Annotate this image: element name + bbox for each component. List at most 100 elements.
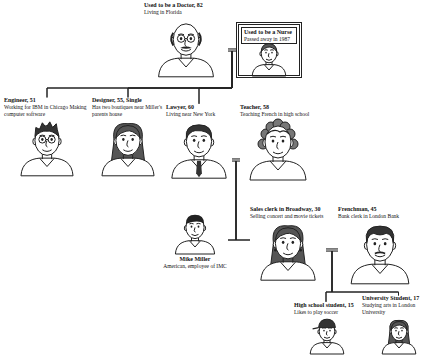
person-details: Passed away in 1987 bbox=[244, 36, 294, 42]
family-line bbox=[228, 160, 236, 240]
descent-link bbox=[228, 160, 240, 240]
family-line bbox=[236, 160, 250, 240]
face bbox=[172, 126, 226, 178]
family-line bbox=[332, 250, 399, 295]
person-details: American, employee of IMC bbox=[162, 263, 228, 269]
family-line bbox=[199, 50, 236, 104]
mustache bbox=[375, 252, 385, 253]
descent-link bbox=[326, 250, 399, 295]
descent-link bbox=[332, 250, 399, 295]
student-portrait bbox=[310, 319, 344, 354]
face bbox=[252, 44, 286, 76]
messy-hair bbox=[35, 122, 59, 137]
person-node: Used to be a Doctor, 82Living in Florida bbox=[144, 2, 228, 77]
descent-link bbox=[228, 160, 236, 240]
person-node: Mike MillerAmerican, employee of IMC bbox=[162, 212, 228, 269]
earring bbox=[299, 249, 302, 252]
person-title: Designer, 55, Single bbox=[92, 97, 164, 104]
person-title: Used to be a Doctor, 82 bbox=[144, 2, 228, 9]
marriage-link bbox=[228, 50, 236, 51]
descent-link bbox=[232, 160, 250, 240]
nurse-portrait bbox=[252, 39, 286, 76]
person-title: Lawyer, 60 bbox=[166, 104, 232, 111]
descent-link bbox=[47, 50, 236, 97]
face bbox=[261, 228, 315, 280]
face bbox=[102, 126, 154, 176]
person-title: University Student, 17 bbox=[362, 295, 435, 302]
face bbox=[250, 126, 306, 180]
frenchman-portrait bbox=[351, 226, 409, 284]
person-title: High school student, 15 bbox=[294, 302, 358, 309]
person-node: Lawyer, 60Living near New York bbox=[166, 104, 232, 178]
descent-link bbox=[236, 160, 250, 240]
person-node: University Student, 17Studying arts in L… bbox=[362, 295, 435, 354]
face bbox=[351, 228, 409, 284]
family-line bbox=[326, 250, 332, 302]
marriage-link bbox=[326, 250, 338, 251]
descent-link bbox=[199, 50, 232, 104]
descent-link bbox=[128, 50, 232, 97]
marriage-link bbox=[232, 160, 240, 161]
person-node: High school student, 15Likes to play soc… bbox=[294, 302, 358, 354]
descent-link bbox=[326, 250, 332, 302]
family-line bbox=[228, 160, 240, 240]
double-line-gap bbox=[232, 160, 240, 161]
text-plate: Used to be a NursePassed away in 1987 bbox=[241, 27, 297, 44]
person-details: Living in Florida bbox=[144, 9, 228, 15]
person-title: Mike Miller bbox=[162, 256, 228, 263]
glasses bbox=[39, 136, 55, 143]
face bbox=[21, 126, 73, 176]
person-title: Engineer, 51 bbox=[4, 97, 90, 104]
fringe bbox=[267, 130, 289, 134]
marriage-line bbox=[326, 248, 338, 251]
person-node: Teacher, 58Teaching French in high schoo… bbox=[240, 104, 316, 180]
person-details: Bank clerk in London Bank bbox=[338, 213, 422, 219]
glasses bbox=[177, 35, 194, 42]
portrait-frame: Used to be a NursePassed away in 1987 bbox=[236, 22, 302, 78]
side-hair bbox=[171, 33, 200, 46]
earring bbox=[274, 249, 277, 252]
family-line bbox=[47, 50, 232, 97]
hair bbox=[116, 126, 140, 138]
hair bbox=[275, 228, 300, 241]
edge-layer bbox=[47, 50, 399, 302]
face bbox=[382, 322, 416, 354]
lawyer-portrait bbox=[172, 125, 226, 178]
person-details: Selling concert and movie tickets bbox=[250, 213, 326, 219]
tie bbox=[196, 161, 202, 177]
family-line bbox=[326, 250, 399, 295]
person-title: Sales clerk in Broadway, 30 bbox=[250, 206, 326, 213]
person-title: Used to be a Nurse bbox=[244, 29, 294, 36]
double-line-gap bbox=[326, 250, 338, 251]
marriage-line bbox=[232, 158, 240, 161]
hair bbox=[391, 322, 407, 330]
hair bbox=[366, 226, 394, 242]
person-details: Likes to play soccer bbox=[294, 309, 358, 315]
designer-portrait bbox=[102, 124, 154, 176]
doctor-portrait bbox=[159, 24, 214, 77]
family-line bbox=[232, 160, 250, 240]
cap bbox=[319, 319, 336, 327]
descent-link bbox=[128, 50, 236, 97]
teacher-portrait bbox=[250, 119, 306, 180]
person-node: Engineer, 51Working for IBM in Chicago M… bbox=[4, 97, 90, 176]
family-line bbox=[128, 50, 236, 97]
person-title: Teacher, 58 bbox=[240, 104, 316, 111]
short-hair bbox=[186, 215, 204, 224]
face bbox=[159, 24, 214, 77]
person-details: Has two boutiques near Miller's parents … bbox=[92, 104, 164, 117]
family-line bbox=[47, 50, 236, 97]
person-node: Frenchman, 45Bank clerk in London Bank bbox=[338, 206, 422, 284]
marriage-line bbox=[228, 48, 236, 51]
descent-link bbox=[47, 50, 232, 97]
person-details: Working for IBM in Chicago Making comput… bbox=[4, 104, 90, 117]
person-title: Frenchman, 45 bbox=[338, 206, 422, 213]
person-details: Living near New York bbox=[166, 111, 232, 117]
engineer-portrait bbox=[21, 122, 73, 176]
person-details: Teaching French in high school bbox=[240, 111, 316, 117]
sales-clerk-portrait bbox=[261, 226, 315, 280]
person-details: Studying arts in London University bbox=[362, 302, 435, 315]
descent-link bbox=[199, 50, 236, 104]
